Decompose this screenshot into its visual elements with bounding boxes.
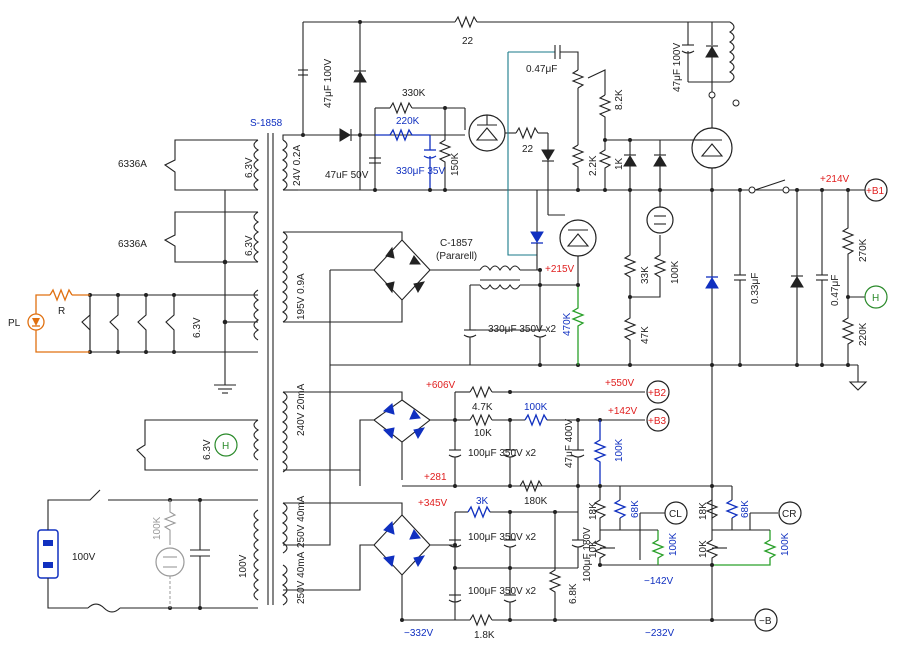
main-rectifier (283, 190, 585, 365)
tube-2-label: 6336A (118, 239, 147, 250)
r3k-label: 3K (476, 496, 489, 507)
h3-winding-label: 6.3V (192, 317, 203, 338)
r100k-a-label: 100K (670, 260, 681, 284)
pilot-lamp-circuit (27, 288, 90, 353)
r18k-b-label: 18K (698, 502, 709, 520)
r100k-c-label: 100K (614, 438, 625, 462)
choke-note: (Pararell) (436, 251, 477, 262)
b2-b3-supply (283, 385, 712, 493)
neon-resistor-label: 100K (152, 516, 163, 540)
b2-terminal: +B2 (648, 388, 667, 399)
c100a-label: 100μF 350V x2 (468, 448, 536, 459)
r68k-a-label: 68K (630, 500, 641, 518)
c100c-label: 100μF 350V x2 (468, 586, 536, 597)
r470k-label: 470K (562, 312, 573, 336)
v345-label: +345V (418, 498, 448, 509)
c047b-label: 0.47μF (830, 275, 841, 306)
r10k-b-label: 10K (698, 540, 709, 558)
transformer-label: S-1858 (250, 118, 283, 129)
r10k-a-label: 10K (588, 540, 599, 558)
r100k-d-label: 100K (668, 532, 679, 556)
r220k-label: 220K (396, 116, 420, 127)
r22-top-label: 22 (462, 36, 474, 47)
mains-input (37, 489, 258, 613)
terminal-labels: +B1 H +B2 +B3 H CL CR −B (222, 186, 885, 627)
c330-35-label: 330μF 35V (396, 166, 445, 177)
r10k-label: 10K (474, 428, 492, 439)
sec195-label: 195V 0.9A (296, 273, 307, 320)
r22k-label: 2.2K (588, 155, 599, 176)
h-terminal-1: H (872, 293, 879, 304)
tube-1-label: 6336A (118, 159, 147, 170)
cl-terminal: CL (669, 509, 682, 520)
b1-terminal: +B1 (866, 186, 885, 197)
v281-label: +281 (424, 472, 447, 483)
vm232-label: −232V (645, 628, 675, 639)
h-terminal-2: H (222, 441, 229, 452)
r47k-label: 47K (640, 326, 651, 344)
c100b-label: 100μF 350V x2 (468, 532, 536, 543)
minus-b-terminal: −B (759, 616, 772, 627)
rotated-labels: 6.3V 6.3V 6.3V 6.3V 24V 0.2A 195V 0.9A 2… (152, 43, 869, 604)
top-right-winding (681, 21, 740, 520)
heater-windings (81, 139, 258, 471)
r68k-label: 6.8K (568, 583, 579, 604)
r33k-label: 33K (640, 266, 651, 284)
labels: S-1858 6336A 6336A PL R 100V C-1857 (Par… (8, 36, 850, 641)
prim-label: 100V (238, 554, 249, 578)
r82k-label: 8.2K (614, 89, 625, 110)
c47-100-label: 47μF 100V (323, 59, 334, 108)
r68k-b-label: 68K (740, 500, 751, 518)
c100-180-label: 100μF 180V (582, 527, 593, 582)
r180k-label: 180K (524, 496, 548, 507)
h1-winding-label: 6.3V (244, 157, 255, 178)
r18k-a-label: 18K (588, 502, 599, 520)
c033-label: 0.33μF (750, 273, 761, 304)
sec24-label: 24V 0.2A (292, 145, 303, 186)
cr-terminal: CR (782, 509, 796, 520)
v215-label: +215V (545, 264, 575, 275)
low-voltage-regulator (282, 15, 688, 216)
c330-350-label: 330μF 350V x2 (488, 324, 556, 335)
r270k-label: 270K (858, 238, 869, 262)
vm142-label: −142V (644, 576, 674, 587)
h2-winding-label: 6.3V (244, 235, 255, 256)
r330k-label: 330K (402, 88, 426, 99)
power-transformer (253, 133, 288, 606)
r1k-label: 1K (614, 157, 625, 170)
choke-label: C-1857 (440, 238, 473, 249)
v142-label: +142V (608, 406, 638, 417)
vm332-label: −332V (404, 628, 434, 639)
sec240-label: 240V 20mA (296, 383, 307, 436)
output-terminals (214, 178, 888, 632)
h4-winding-label: 6.3V (202, 439, 213, 460)
r150k-label: 150K (450, 152, 461, 176)
negative-supply (283, 365, 778, 627)
c47-50-label: 47uF 50V (325, 170, 369, 181)
v606-label: +606V (426, 380, 456, 391)
r22b-label: 22 (522, 144, 534, 155)
sec250a-label: 250V 40mA (296, 495, 307, 548)
b3-terminal: +B3 (648, 416, 667, 427)
c47-100v-r-label: 47μF 100V (672, 43, 683, 92)
c47-400-label: 47μF 400V (564, 419, 575, 468)
pilot-resistor-label: R (58, 306, 65, 317)
pilot-label: PL (8, 318, 21, 329)
r100k-b3-label: 100K (524, 402, 548, 413)
v550-label: +550V (605, 378, 635, 389)
v214-label: +214V (820, 174, 850, 185)
r100k-e-label: 100K (780, 532, 791, 556)
r47k-b2-label: 4.7K (472, 402, 493, 413)
r220kb-label: 220K (858, 322, 869, 346)
c047-label: 0.47μF (526, 64, 557, 75)
r18k-label: 1.8K (474, 630, 495, 641)
sec250b-label: 250V 40mA (296, 551, 307, 604)
mains-label: 100V (72, 552, 96, 563)
